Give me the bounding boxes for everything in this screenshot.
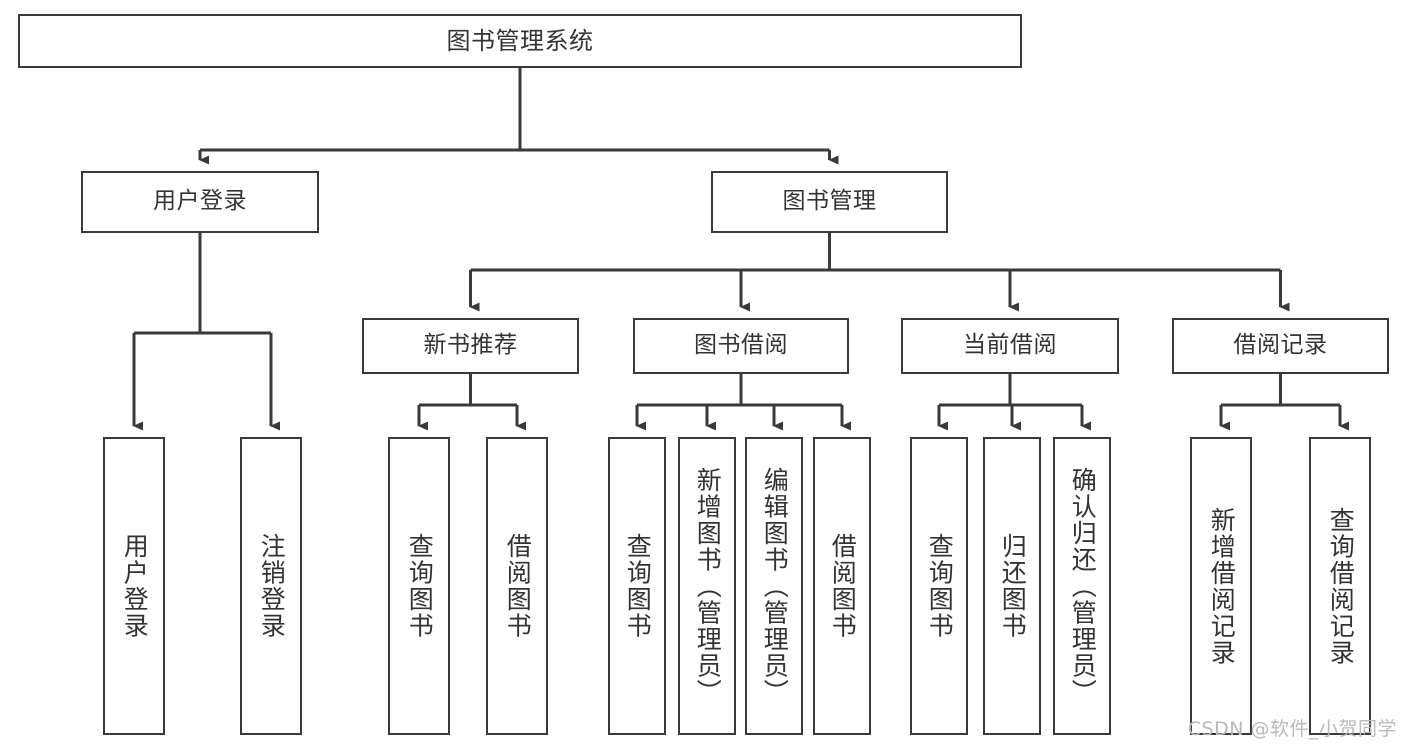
node-leaf-query-book-3[interactable]: 查询图书 [910, 437, 968, 735]
node-label: 新书推荐 [423, 332, 518, 359]
node-label: 新增借阅记录 [1207, 506, 1237, 666]
node-label: 编辑图书（管理员） [760, 466, 790, 706]
node-label: 图书管理系统 [446, 26, 594, 55]
node-book-manage[interactable]: 图书管理 [711, 171, 948, 233]
node-leaf-borrow-book-2[interactable]: 借阅图书 [813, 437, 871, 735]
node-leaf-borrow-book-1[interactable]: 借阅图书 [486, 437, 548, 735]
csdn-watermark: CSDN @软件_小贺同学 [1187, 718, 1397, 740]
node-label: 查询图书 [405, 533, 435, 639]
node-leaf-query-book-1[interactable]: 查询图书 [388, 437, 450, 735]
node-root[interactable]: 图书管理系统 [18, 14, 1022, 68]
node-book-borrow[interactable]: 图书借阅 [633, 318, 849, 374]
node-label: 注销登录 [257, 533, 287, 639]
node-leaf-edit-book[interactable]: 编辑图书（管理员） [745, 437, 803, 735]
node-label: 图书管理 [782, 188, 877, 215]
node-label: 借阅图书 [503, 533, 533, 639]
node-leaf-return-book[interactable]: 归还图书 [983, 437, 1041, 735]
node-user-login[interactable]: 用户登录 [81, 171, 319, 233]
node-borrow-record[interactable]: 借阅记录 [1172, 318, 1389, 374]
node-label: 新增图书（管理员） [693, 466, 723, 706]
node-leaf-confirm-return[interactable]: 确认归还（管理员） [1053, 437, 1111, 735]
node-label: 查询借阅记录 [1326, 506, 1356, 666]
node-label: 当前借阅 [963, 332, 1057, 359]
node-leaf-query-book-2[interactable]: 查询图书 [608, 437, 666, 735]
node-label: 用户登录 [120, 533, 150, 639]
node-current-borrow[interactable]: 当前借阅 [901, 318, 1119, 374]
node-leaf-user-login[interactable]: 用户登录 [103, 437, 165, 735]
node-leaf-add-book[interactable]: 新增图书（管理员） [678, 437, 736, 735]
node-leaf-query-record[interactable]: 查询借阅记录 [1309, 437, 1371, 735]
node-label: 借阅记录 [1233, 332, 1328, 359]
node-label: 用户登录 [153, 188, 247, 215]
node-label: 确认归还（管理员） [1068, 466, 1098, 706]
node-label: 归还图书 [998, 533, 1028, 639]
node-leaf-user-logout[interactable]: 注销登录 [240, 437, 302, 735]
node-label: 查询图书 [623, 533, 653, 639]
node-label: 查询图书 [925, 533, 955, 639]
node-label: 借阅图书 [828, 533, 858, 639]
node-label: 图书借阅 [694, 332, 788, 359]
node-new-book-rec[interactable]: 新书推荐 [362, 318, 579, 374]
node-leaf-add-record[interactable]: 新增借阅记录 [1190, 437, 1252, 735]
